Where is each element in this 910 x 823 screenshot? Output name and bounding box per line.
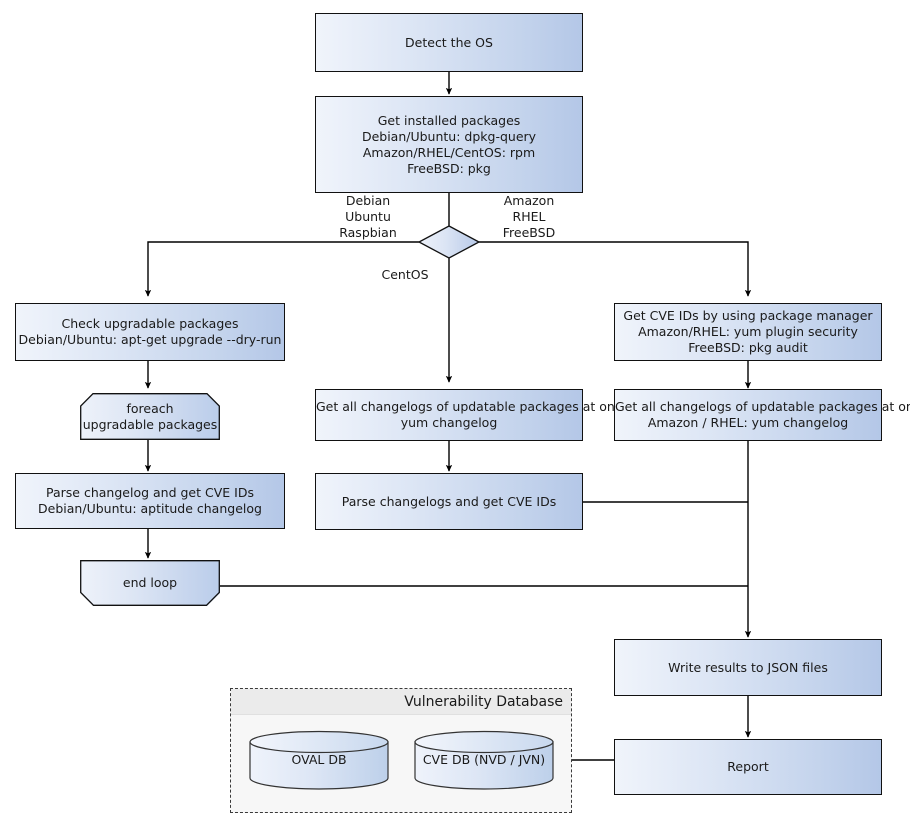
node-parse-changelogs-centos-label: Parse changelogs and get CVE IDs [341,493,557,509]
db-cylinder-oval[interactable] [249,730,389,790]
node-detect-os-label: Detect the OS [405,34,493,50]
node-get-installed-packages-line2: Debian/Ubuntu: dpkg-query [361,128,537,144]
node-parse-changelog-debian-line2: Debian/Ubuntu: aptitude changelog [38,501,262,516]
edge-label-left-branch-line2: Ubuntu [345,209,391,224]
node-write-results-json[interactable]: Write results to JSON files [614,639,882,696]
node-foreach-loop-line2: upgradable packages [82,416,218,432]
node-get-changelogs-rhel-line1: Get all changelogs of updatable packages… [615,399,910,414]
node-get-installed-packages-line4: FreeBSD: pkg [407,160,491,176]
edge-label-right-branch: Amazon RHEL FreeBSD [481,193,577,241]
node-get-changelogs-centos-line1: Get all changelogs of updatable packages… [316,399,630,414]
node-end-loop[interactable]: end loop [80,560,220,606]
node-report[interactable]: Report [614,739,882,795]
edge-label-left-branch: Debian Ubuntu Raspbian [320,193,416,241]
node-get-installed-packages-line3: Amazon/RHEL/CentOS: rpm [362,144,536,160]
node-check-upgradable-packages[interactable]: Check upgradable packages Debian/Ubuntu:… [15,303,285,361]
db-cylinder-oval-label: OVAL DB [291,752,347,767]
vulnerability-database-title: Vulnerability Database [231,689,571,715]
node-get-installed-packages[interactable]: Get installed packages Debian/Ubuntu: dp… [315,96,583,193]
edge-label-right-branch-line2: RHEL [512,209,546,224]
db-cylinder-cve-label: CVE DB (NVD / JVN) [422,752,546,767]
node-os-decision[interactable] [417,225,481,259]
edge-label-left-branch-line1: Debian [345,193,391,208]
node-foreach-loop[interactable]: foreach upgradable packages [80,393,220,440]
node-get-cve-ids-package-manager-line3: FreeBSD: pkg audit [688,340,808,355]
node-get-changelogs-rhel[interactable]: Get all changelogs of updatable packages… [614,389,910,441]
edge-label-right-branch-line1: Amazon [503,193,555,208]
edge-label-center-branch-line1: CentOS [381,267,429,282]
node-get-cve-ids-package-manager-line2: Amazon/RHEL: yum plugin security [638,324,858,339]
node-check-upgradable-packages-line2: Debian/Ubuntu: apt-get upgrade --dry-run [18,332,282,347]
edge-label-center-branch: CentOS [362,267,448,283]
node-detect-os[interactable]: Detect the OS [315,13,583,72]
node-get-installed-packages-line1: Get installed packages [377,112,521,128]
node-foreach-loop-line1: foreach [126,400,174,416]
db-cylinder-cve[interactable] [414,730,554,790]
node-get-cve-ids-package-manager-line1: Get CVE IDs by using package manager [623,308,873,323]
edge-label-left-branch-line3: Raspbian [339,225,397,240]
node-get-changelogs-centos-line2: yum changelog [400,415,498,430]
node-get-changelogs-rhel-line2: Amazon / RHEL: yum changelog [647,415,849,430]
node-parse-changelogs-centos[interactable]: Parse changelogs and get CVE IDs [315,473,583,530]
node-write-results-json-label: Write results to JSON files [668,659,828,675]
node-end-loop-label: end loop [122,575,178,590]
node-report-label: Report [727,759,769,774]
node-get-changelogs-centos[interactable]: Get all changelogs of updatable packages… [315,389,630,441]
node-get-cve-ids-package-manager[interactable]: Get CVE IDs by using package manager Ama… [614,303,882,361]
node-parse-changelog-debian[interactable]: Parse changelog and get CVE IDs Debian/U… [15,473,285,529]
node-parse-changelog-debian-line1: Parse changelog and get CVE IDs [46,485,254,500]
edge-label-right-branch-line3: FreeBSD [502,225,556,240]
node-check-upgradable-packages-line1: Check upgradable packages [61,316,239,331]
